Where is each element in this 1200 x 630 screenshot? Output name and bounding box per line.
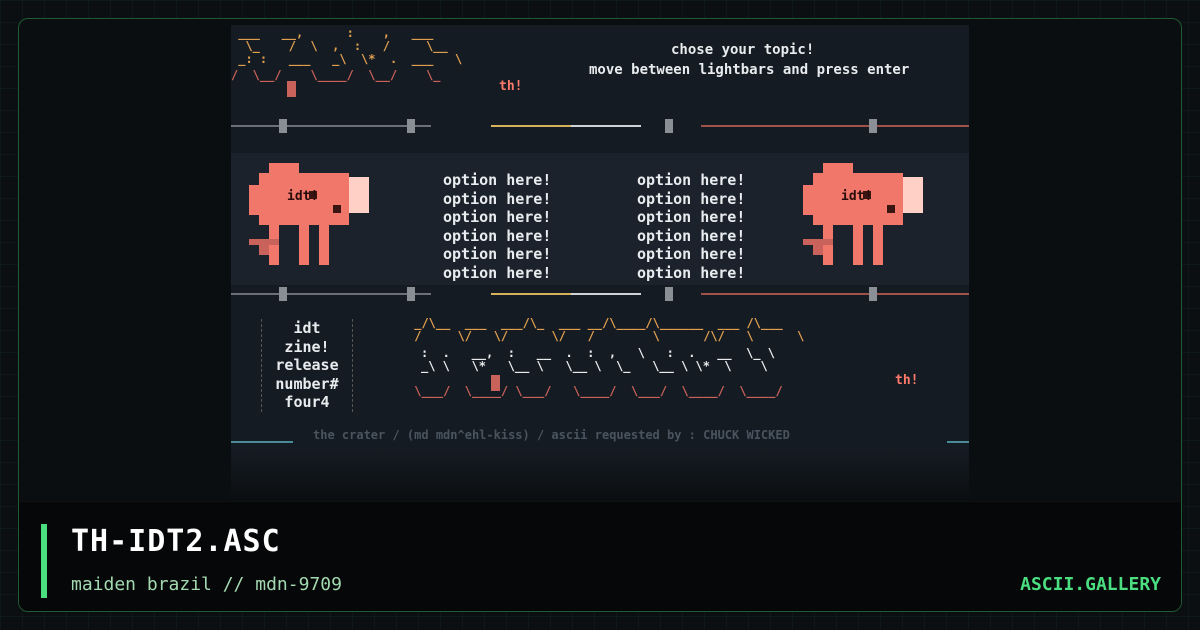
divider-bottom (231, 435, 969, 449)
accent-stripe (41, 524, 47, 598)
menu-option[interactable]: option here! (443, 208, 552, 226)
footer-bar: TH-IDT2.ASC maiden brazil // mdn-9709 AS… (19, 501, 1181, 611)
menu-option[interactable]: option here! (443, 171, 552, 189)
menu-option[interactable]: option here! (637, 263, 746, 282)
tag-top: th! (499, 79, 523, 94)
menu-option[interactable]: option here! (637, 208, 746, 226)
menu-option[interactable]: option here! (637, 189, 746, 208)
ascii-logo-top-lines: / \__/ \____/ \__/ \_ (231, 68, 441, 82)
tag-bottom: th! (895, 373, 919, 388)
ascii-block-top (287, 81, 296, 97)
artwork-subtitle: maiden brazil // mdn-9709 (71, 574, 342, 595)
menu-option[interactable]: option here! (637, 171, 746, 189)
preview-frame: ___ __, : , ___ \_ / \ , : / \__ _: : __… (18, 18, 1182, 612)
ascii-logo-bottom: _/\__ ___ ___/\_ ___ __/\____/\______ __… (414, 316, 805, 343)
menu-option[interactable]: option here! (443, 189, 552, 208)
ascii-logo-bottom-lines: \___/ \____/ \___/ \____/ \___/ \____/ \… (407, 384, 783, 398)
blob-right (803, 163, 923, 265)
topic-prompt: chose your topic! (671, 42, 815, 58)
release-line: number# (275, 374, 339, 393)
release-line: zine! (284, 337, 330, 356)
art-fade (231, 451, 969, 501)
ascii-logo-top: ___ __, : , ___ \_ / \ , : / \__ _: : __… (238, 26, 463, 66)
lightbar-instructions: move between lightbars and press enter (589, 62, 910, 78)
release-line: idt (293, 319, 321, 337)
menu-option[interactable]: option here! (443, 226, 552, 245)
options-column-1: option here! option here! option here! o… (443, 171, 551, 282)
divider-top (231, 119, 969, 133)
menu-option[interactable]: option here! (443, 263, 552, 282)
options-column-2: option here! option here! option here! o… (637, 171, 745, 282)
release-line: four4 (284, 393, 330, 411)
blob-left-label: idt! (287, 189, 319, 204)
menu-option[interactable]: option here! (443, 245, 552, 263)
divider-middle (231, 287, 969, 301)
site-brand[interactable]: ASCII.GALLERY (1020, 574, 1161, 595)
release-line: release (275, 356, 339, 374)
blob-right-label: idt! (841, 189, 873, 204)
menu-option[interactable]: option here! (637, 226, 746, 245)
ascii-block-bottom (491, 375, 500, 391)
credits-line: the crater / (md mdn^ehl-kiss) / ascii r… (313, 428, 790, 442)
blob-left (249, 163, 369, 265)
release-info: idt zine! release number# four4 (261, 319, 353, 412)
ascii-logo-bottom-mid: : . __, : __ . : , \ : . __ \_ \ _\ \ \*… (421, 346, 776, 373)
ascii-artwork: ___ __, : , ___ \_ / \ , : / \__ _: : __… (231, 25, 969, 501)
menu-option[interactable]: option here! (637, 245, 746, 263)
artwork-title: TH-IDT2.ASC (71, 524, 281, 559)
